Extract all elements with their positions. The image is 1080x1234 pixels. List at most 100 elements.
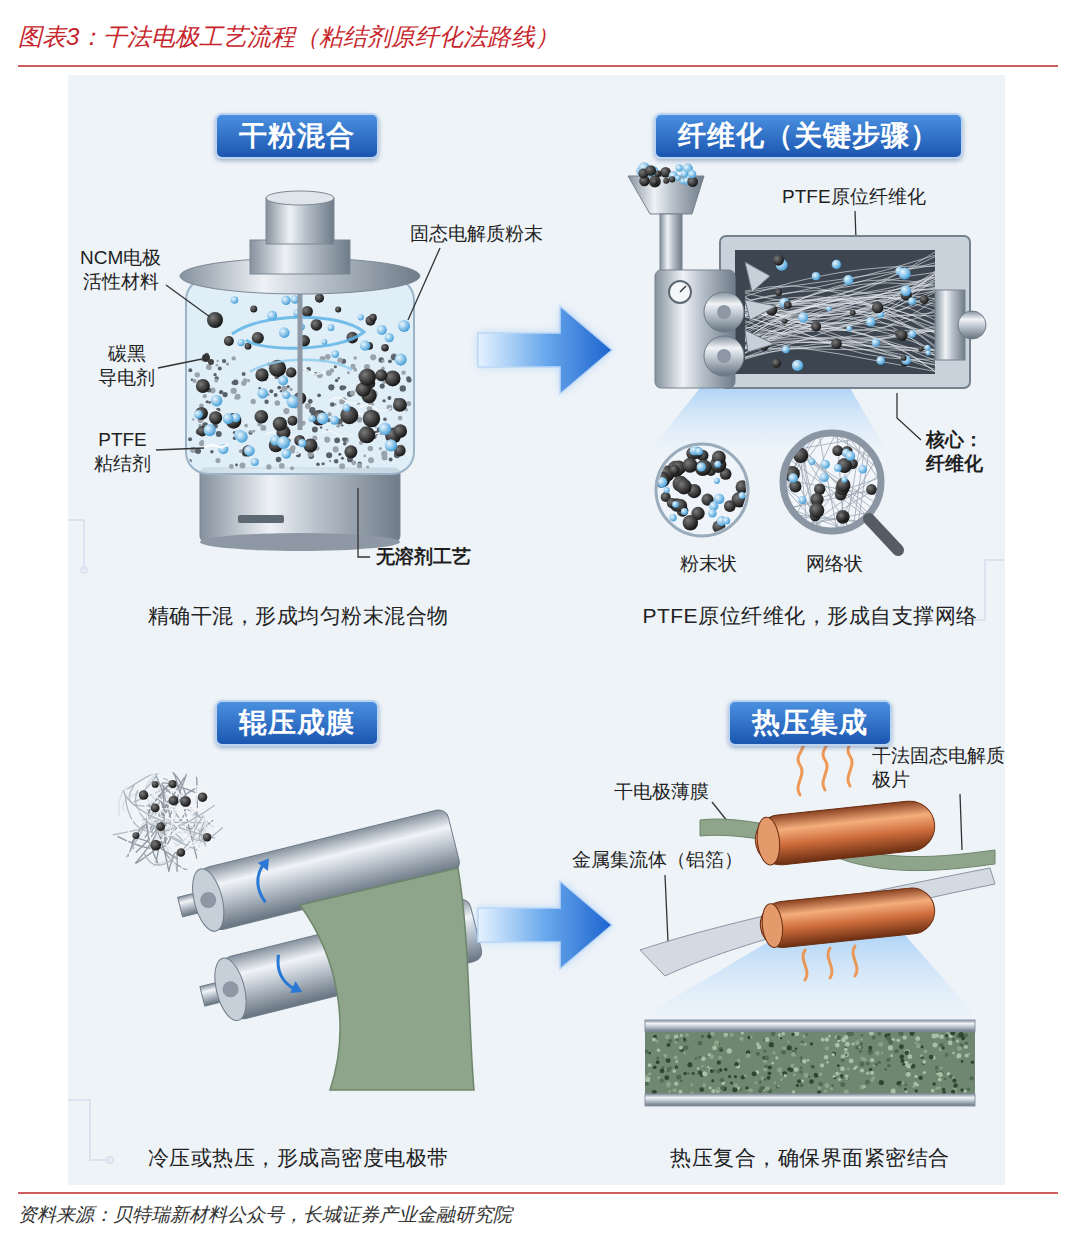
powder-particle [231,388,237,394]
fibrillation-machine [628,162,986,550]
flow-arrow [478,881,612,969]
powder-particle [330,402,335,407]
electrode-grain [868,1049,873,1054]
powder-particle [219,390,223,394]
powder-particle [381,359,384,362]
powder-particle [389,458,393,462]
electrode-grain [958,1032,963,1037]
electrode-grain [657,1048,661,1052]
electrolyte-particle [317,412,329,424]
electrolyte-particle [695,447,703,455]
electrode-grain [794,1067,799,1072]
electrode-grain [825,1083,830,1088]
powder-particle [317,393,321,397]
electrode-grain [761,1076,764,1079]
electrode-grain [772,1051,775,1054]
electrode-grain [730,1081,733,1084]
powder-particle [195,372,200,377]
powder-particle [203,394,207,398]
electrode-grain [653,1065,657,1069]
electrode-grain [840,1082,845,1087]
electrode-grain [899,1084,901,1086]
electrode-grain [913,1082,917,1086]
powder-particle [406,376,411,381]
electrode-grain [960,1088,963,1091]
powder-particle [213,373,216,376]
electrode-grain [769,1042,774,1047]
fiber-particle [908,330,916,338]
electrode-grain [680,1034,683,1037]
active-particle [169,780,177,788]
electrode-grain [902,1063,905,1066]
electrode-grain [763,1067,767,1071]
electrode-grain [695,1057,698,1060]
active-particle [311,319,323,331]
electrolyte-particle [277,436,290,449]
electrode-grain [666,1043,670,1047]
electrode-grain [702,1071,707,1076]
electrode-grain [951,1090,955,1094]
electrode-grain [697,1067,700,1070]
electrode-grain [765,1086,770,1091]
electrolyte-particle [231,296,239,304]
fiber-strand [141,786,205,854]
electrode-grain [801,1079,804,1082]
part-label: 金属集流体（铝箔） [572,848,743,872]
electrode-grain [768,1065,772,1069]
feed-particle [669,176,675,182]
powder-particle [269,389,273,393]
electrode-grain [874,1063,878,1067]
step-badge: 辊压成膜 [215,700,379,746]
arrow-glow [478,306,612,394]
electrode-grain [884,1068,887,1071]
electrode-grain [776,1085,780,1089]
electrolyte-particle [236,431,248,443]
electrode-grain [717,1061,721,1065]
feed-particle [645,165,656,176]
electrode-grain [720,1049,722,1051]
electrode-grain [817,1090,821,1094]
powder-particle [214,379,218,383]
active-particle [254,410,268,424]
powder-particle [290,466,294,470]
active-particle [209,411,222,424]
electrode-grain [796,1084,799,1087]
electrode-grain [779,1037,782,1040]
electrode-grain [824,1089,827,1092]
electrode-grain [701,1065,704,1068]
electrode-grain [900,1059,904,1063]
electrode-grain [647,1077,650,1080]
step-badge: 纤维化（关键步骤） [654,113,963,159]
electrode-grain [698,1071,702,1075]
electrode-grain [789,1068,793,1072]
electrolyte-particle [657,477,667,487]
powder-particle [380,384,385,389]
electrode-grain [915,1089,918,1092]
fiber-particle [866,317,876,327]
electrode-grain [685,1033,688,1036]
electrode-grain [866,1072,869,1075]
electrode-grain [764,1055,769,1060]
ptfe-fiber [745,329,935,372]
electrode-grain [970,1076,974,1080]
electrode-grain [849,1032,854,1036]
mixer-illustration [180,191,420,551]
electrode-grain [741,1032,744,1035]
feed-particle [656,171,662,177]
electrode-grain [793,1074,796,1077]
electrode-grain [746,1053,750,1057]
step-badge: 热压集成 [728,700,892,746]
electrode-grain [944,1078,947,1081]
powder-particle [235,394,241,400]
electrode-grain [872,1076,876,1080]
electrode-grain [935,1066,939,1070]
electrolyte-particle [278,375,288,385]
fiber-particle [846,325,852,331]
powder-particle [280,390,282,392]
electrolyte-particle [697,462,706,471]
powder-particle [200,440,204,444]
electrolyte-particle [281,296,290,305]
powder-particle [188,459,192,463]
part-label: PTFE原位纤维化 [782,185,926,209]
fiber-particle [876,356,884,364]
